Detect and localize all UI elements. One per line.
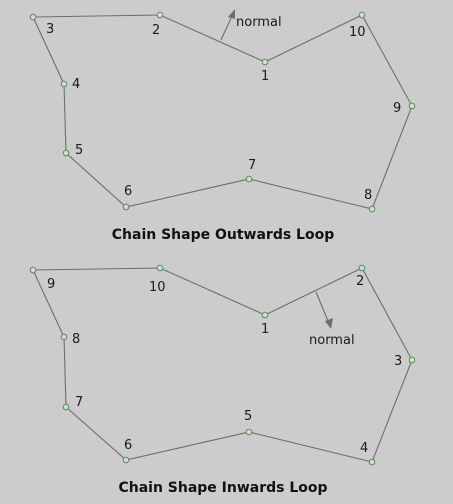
inwards-vertex-label: 1 <box>261 322 269 337</box>
outwards-vertex-label: 4 <box>72 77 80 92</box>
outwards-vertex-label: 2 <box>152 23 160 38</box>
inwards-vertex-label: 10 <box>149 280 166 295</box>
outwards-normal-label: normal <box>236 15 282 30</box>
outwards-vertex-label: 5 <box>75 143 83 158</box>
outwards-vertex-5 <box>62 149 70 157</box>
outwards-loop-title: Chain Shape Outwards Loop <box>112 227 334 243</box>
outwards-vertex-label: 6 <box>124 184 132 199</box>
outwards-vertex-label: 9 <box>393 101 401 116</box>
inwards-vertex-label: 5 <box>244 409 252 424</box>
outwards-vertex-label: 8 <box>364 188 372 203</box>
inwards-normal-label: normal <box>309 333 355 348</box>
inwards-vertex-8 <box>60 333 68 341</box>
outwards-vertex-label: 1 <box>261 69 269 84</box>
inwards-vertex-4 <box>368 458 376 466</box>
outwards-vertex-2 <box>156 11 164 19</box>
inwards-loop-title: Chain Shape Inwards Loop <box>118 480 327 496</box>
outwards-vertex-1 <box>261 58 269 66</box>
outwards-vertex-6 <box>122 203 130 211</box>
inwards-loop-diagram: normal 10 1 2 3 4 5 6 7 8 9 Chain Shape … <box>29 264 416 496</box>
inwards-vertex-3 <box>408 356 416 364</box>
inwards-vertex-1 <box>261 311 269 319</box>
outwards-vertex-7 <box>245 175 253 183</box>
inwards-vertex-7 <box>62 403 70 411</box>
inwards-vertex-10 <box>156 264 164 272</box>
inwards-vertex-label: 7 <box>75 395 83 410</box>
outwards-vertex-label: 10 <box>349 25 366 40</box>
inwards-vertex-label: 4 <box>360 441 368 456</box>
inwards-loop-outline <box>32 267 413 463</box>
outwards-vertex-10 <box>358 11 366 19</box>
outwards-normal-arrow <box>220 9 235 41</box>
outwards-vertex <box>29 13 37 21</box>
outwards-loop-diagram: normal 2 1 10 9 8 7 6 5 4 3 Chain Shape … <box>29 9 416 243</box>
inwards-vertex-label: 3 <box>394 354 402 369</box>
inwards-vertex-label: 8 <box>72 332 80 347</box>
outwards-loop-outline <box>32 14 413 210</box>
inwards-normal-arrow <box>315 291 333 329</box>
inwards-vertex <box>29 266 37 274</box>
outwards-vertex-4 <box>60 80 68 88</box>
outwards-vertex-label: 7 <box>248 158 256 173</box>
inwards-vertex-6 <box>122 456 130 464</box>
inwards-vertex-label: 2 <box>356 274 364 289</box>
inwards-vertex-label: 9 <box>47 277 55 292</box>
inwards-vertex-5 <box>245 428 253 436</box>
outwards-vertex-8 <box>368 205 376 213</box>
outwards-vertex-9 <box>408 102 416 110</box>
outwards-vertex-label: 3 <box>46 22 54 37</box>
inwards-vertex-label: 6 <box>124 438 132 453</box>
inwards-vertex-2 <box>358 264 366 272</box>
